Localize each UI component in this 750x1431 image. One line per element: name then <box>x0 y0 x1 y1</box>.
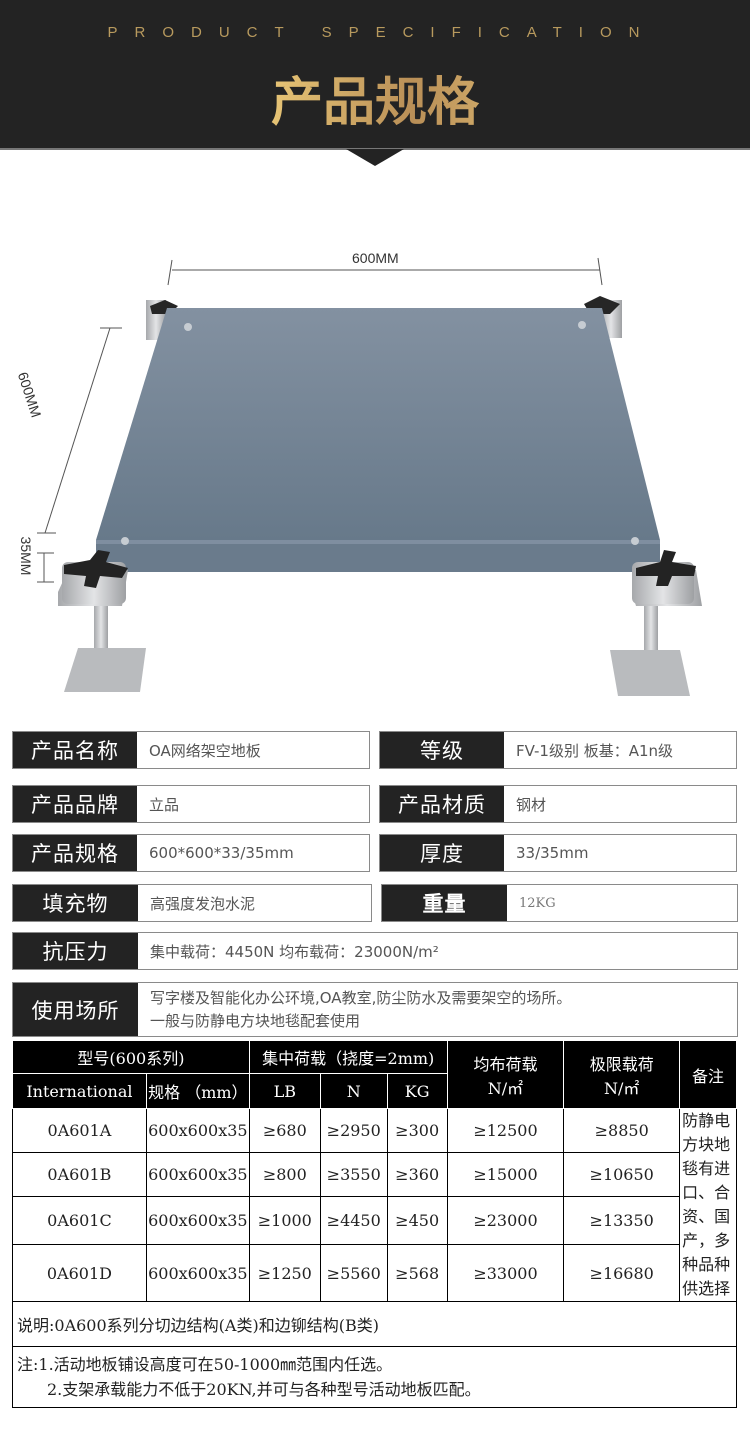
spec-label: 抗压力 <box>13 933 138 969</box>
spec-label: 等级 <box>380 732 504 768</box>
header-kg: KG <box>386 1073 448 1109</box>
header-uniform-unit: N/㎡ <box>487 1078 524 1098</box>
spec-label: 重量 <box>382 885 507 921</box>
cell-lb: ≥1250 <box>248 1244 321 1302</box>
header-subtitle: PRODUCT SPECIFICATION <box>107 24 657 41</box>
spec-row-grade: 等级 FV-1级别 板基：A1n级 <box>379 731 737 769</box>
spec-label: 产品材质 <box>380 786 504 822</box>
header-uniform-load: 均布荷载 N/㎡ <box>446 1040 565 1109</box>
cell-model: 0A601B <box>12 1151 147 1197</box>
spec-row-brand: 产品品牌 立品 <box>12 785 370 823</box>
cell-uniform: ≥12500 <box>446 1108 565 1153</box>
note-2: 2.支架承载能力不低于20KN,并可与各种型号活动地板匹配。 <box>47 1380 481 1399</box>
cell-n: ≥3550 <box>319 1151 388 1197</box>
cell-spec: 600x600x35 <box>145 1108 250 1153</box>
spec-row-pressure: 抗压力 集中载荷：4450N 均布载荷：23000N/m² <box>12 932 738 970</box>
table-notes-row: 注:1.活动地板铺设高度可在50-1000㎜范围内任选。 2.支架承载能力不低于… <box>12 1346 737 1408</box>
cell-model: 0A601A <box>12 1108 147 1153</box>
spec-row-filler: 填充物 高强度发泡水泥 <box>12 884 372 922</box>
cell-spec: 600x600x35 <box>145 1244 250 1302</box>
header-lb: LB <box>248 1073 321 1109</box>
spec-value: 集中载荷：4450N 均布载荷：23000N/m² <box>150 942 439 961</box>
table-row: 0A601A 600x600x35 ≥680 ≥2950 ≥300 ≥12500… <box>12 1108 737 1302</box>
header-ultimate-load: 极限载荷 N/㎡ <box>563 1040 681 1109</box>
header-ultimate-label: 极限载荷 <box>589 1054 654 1074</box>
spec-row-thickness: 厚度 33/35mm <box>379 834 737 872</box>
table-row: 0A601D 600x600x35 ≥1250 ≥5560 ≥568 ≥3300… <box>12 1244 737 1302</box>
header-concentrated-load: 集中荷载（挠度=2mm) <box>248 1040 448 1074</box>
spec-value: 写字楼及智能化办公环境,OA教室,防尘防水及需要架空的场所。 一般与防静电方块地… <box>138 983 571 1036</box>
cell-lb: ≥680 <box>248 1108 321 1153</box>
spec-value: 立品 <box>149 795 180 814</box>
spec-value: 12KG <box>519 895 556 911</box>
width-dimension-label: 600MM <box>352 250 399 266</box>
spec-label: 厚度 <box>380 835 504 871</box>
header-remark: 备注 <box>679 1040 737 1109</box>
spec-label: 填充物 <box>13 885 138 921</box>
spec-label: 产品规格 <box>13 835 137 871</box>
spec-row-size: 产品规格 600*600*33/35mm <box>12 834 370 872</box>
header-ultimate-unit: N/㎡ <box>603 1078 640 1098</box>
cell-spec: 600x600x35 <box>145 1151 250 1197</box>
product-illustration: 600MM 600MM 35MM <box>0 230 750 700</box>
usage-line-2: 一般与防静电方块地毯配套使用 <box>150 1011 361 1030</box>
usage-line-1: 写字楼及智能化办公环境,OA教室,防尘防水及需要架空的场所。 <box>150 988 572 1007</box>
cell-n: ≥4450 <box>319 1195 388 1246</box>
spec-value: 33/35mm <box>516 844 589 862</box>
table-row: 0A601B 600x600x35 ≥800 ≥3550 ≥360 ≥15000… <box>12 1151 737 1197</box>
spec-row-material: 产品材质 钢材 <box>379 785 737 823</box>
cell-kg: ≥300 <box>386 1108 448 1153</box>
spec-label: 产品名称 <box>13 732 137 768</box>
cell-uniform: ≥33000 <box>446 1244 565 1302</box>
spec-value: OA网络架空地板 <box>149 741 261 760</box>
table-explanation-row: 说明:0A600系列分切边结构(A类)和边铆结构(B类) <box>12 1301 737 1347</box>
load-spec-table: 型号(600系列) 集中荷载（挠度=2mm) 均布荷载 N/㎡ 极限载荷 N/㎡… <box>12 1040 737 1408</box>
header-model-group: 型号(600系列) <box>12 1040 250 1074</box>
spec-value: 高强度发泡水泥 <box>150 894 256 913</box>
cell-ultimate: ≥8850 <box>563 1108 681 1153</box>
header-banner: PRODUCT SPECIFICATION 产品规格 <box>0 0 750 150</box>
spec-row-usage: 使用场所 写字楼及智能化办公环境,OA教室,防尘防水及需要架空的场所。 一般与防… <box>12 982 738 1037</box>
spec-row-weight: 重量 12KG <box>381 884 738 922</box>
cell-n: ≥2950 <box>319 1108 388 1153</box>
spec-label: 使用场所 <box>13 983 138 1036</box>
cell-model: 0A601C <box>12 1195 147 1246</box>
notes-cell: 注:1.活动地板铺设高度可在50-1000㎜范围内任选。 2.支架承载能力不低于… <box>12 1346 737 1408</box>
cell-ultimate: ≥13350 <box>563 1195 681 1246</box>
header-international: International <box>12 1073 147 1109</box>
header-spec-mm: 规格 （mm） <box>145 1073 250 1109</box>
cell-spec: 600x600x35 <box>145 1195 250 1246</box>
cell-kg: ≥360 <box>386 1151 448 1197</box>
cell-kg: ≥568 <box>386 1244 448 1302</box>
page-title: 产品规格 <box>0 60 750 135</box>
cell-uniform: ≥15000 <box>446 1151 565 1197</box>
cell-lb: ≥800 <box>248 1151 321 1197</box>
cell-lb: ≥1000 <box>248 1195 321 1246</box>
note-1: 注:1.活动地板铺设高度可在50-1000㎜范围内任选。 <box>17 1355 393 1374</box>
explanation-text: 说明:0A600系列分切边结构(A类)和边铆结构(B类) <box>12 1301 737 1347</box>
cell-ultimate: ≥16680 <box>563 1244 681 1302</box>
table-row: 0A601C 600x600x35 ≥1000 ≥4450 ≥450 ≥2300… <box>12 1195 737 1246</box>
thickness-dimension-label: 35MM <box>18 536 34 576</box>
cell-uniform: ≥23000 <box>446 1195 565 1246</box>
cell-model: 0A601D <box>12 1244 147 1302</box>
header-notch-arrow-icon <box>346 149 404 166</box>
table-header-row: 型号(600系列) 集中荷载（挠度=2mm) 均布荷载 N/㎡ 极限载荷 N/㎡… <box>12 1040 737 1109</box>
cell-remark: 防静电方块地毯有进口、合资、国产，多种品种供选择 <box>679 1108 737 1302</box>
header-n: N <box>319 1073 388 1109</box>
spec-value: 钢材 <box>516 795 547 814</box>
cell-ultimate: ≥10650 <box>563 1151 681 1197</box>
spec-label: 产品品牌 <box>13 786 137 822</box>
header-uniform-label: 均布荷载 <box>473 1054 538 1074</box>
cell-kg: ≥450 <box>386 1195 448 1246</box>
raised-floor-panel-image <box>37 257 702 696</box>
cell-n: ≥5560 <box>319 1244 388 1302</box>
spec-row-name: 产品名称 OA网络架空地板 <box>12 731 370 769</box>
spec-value: 600*600*33/35mm <box>149 844 294 862</box>
spec-value: FV-1级别 板基：A1n级 <box>516 741 674 760</box>
table-header-row: International 规格 （mm） LB N KG <box>12 1073 737 1109</box>
